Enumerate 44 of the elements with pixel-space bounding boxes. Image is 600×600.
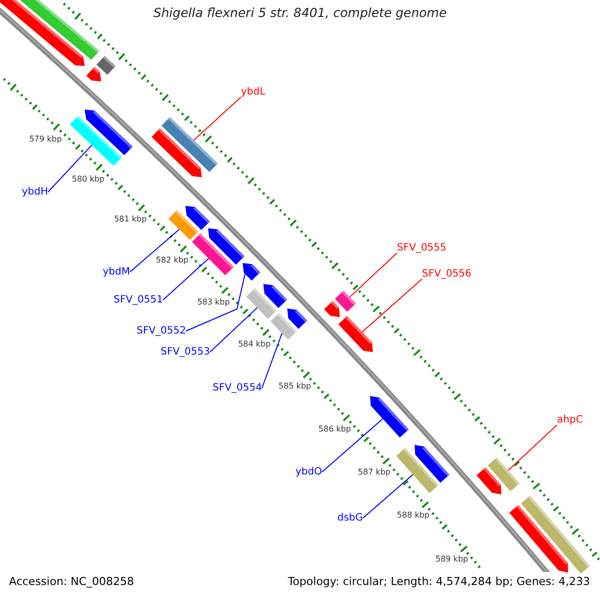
gene-bar — [334, 290, 356, 312]
diagram-title: Shigella flexneri 5 str. 8401, complete genome — [153, 6, 447, 20]
tick-label: 585 kbp — [278, 381, 312, 390]
leader-line — [186, 273, 246, 332]
tick-label: 589 kbp — [436, 554, 468, 564]
leader-line — [210, 307, 258, 352]
gene-label: ybdO — [296, 466, 322, 478]
leader-line — [130, 228, 180, 272]
gene-bar — [192, 233, 234, 276]
gene-label: SFV_0554 — [212, 382, 262, 394]
leader-line — [508, 424, 558, 471]
gene-bar — [162, 117, 218, 172]
leader-line — [349, 252, 398, 298]
gene-label: ahpC — [557, 414, 583, 426]
gene-bar — [246, 288, 277, 319]
gene-label: SFV_0551 — [114, 294, 163, 306]
gene-label: ybdM — [102, 266, 130, 278]
tick-label: 580 kbp — [72, 174, 104, 184]
gene-bar — [396, 448, 439, 494]
footer-note: Topology: circular; Length: 4,574,284 bp; Genes: 4,233 — [288, 576, 590, 589]
leader-line — [193, 96, 242, 141]
gene-bar — [70, 116, 122, 166]
gene-bar — [168, 210, 198, 240]
gene-label: ybdH — [22, 186, 48, 198]
gene-label: SFV_0552 — [136, 325, 186, 337]
tick-label: 588 kbp — [396, 510, 430, 520]
leader-line — [162, 258, 210, 300]
leader-line — [262, 332, 282, 388]
leader-line — [362, 278, 422, 332]
gene-block — [242, 262, 260, 281]
gene-label: ybdL — [241, 86, 266, 98]
leader-line — [362, 474, 414, 518]
gene-label: SFV_0555 — [397, 242, 446, 254]
gene-block — [370, 396, 409, 438]
gene-block — [338, 316, 373, 352]
leader-line — [48, 144, 92, 192]
gene-label: SFV_0553 — [160, 346, 210, 358]
gene-bar — [270, 313, 297, 340]
gene-label: SFV_0556 — [422, 268, 472, 280]
footer-note: Accession: NC_008258 — [9, 576, 134, 589]
tick-label: 583 kbp — [197, 297, 230, 306]
gene-label: dsbG — [337, 512, 363, 524]
gene-bar — [488, 457, 520, 492]
leader-line — [322, 418, 384, 472]
